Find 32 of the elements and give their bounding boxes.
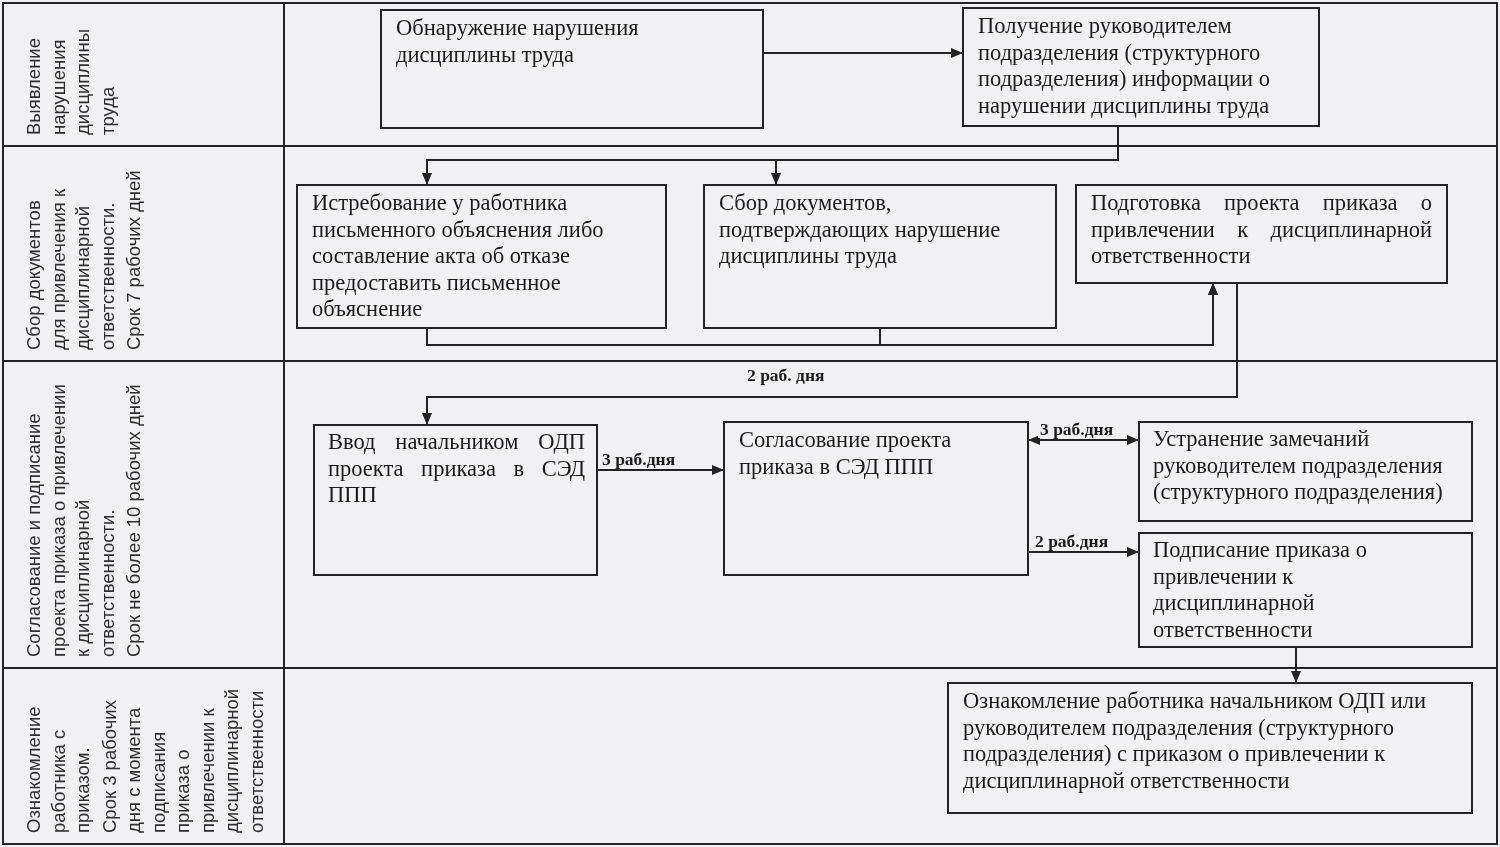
edge-label: 3 раб.дня — [600, 450, 678, 468]
process-box: Устранение замечаний руководителем подразделения (структурного подразделения) — [1138, 421, 1473, 522]
process-box: Получение руководителем подразделения (структурного подразделения) информации о нарушении дисциплины труда — [962, 7, 1320, 127]
lane-deadline: Срок не более 10 рабочих дней — [122, 383, 145, 657]
arrow — [597, 465, 724, 475]
edge-label: 2 раб.дня — [1033, 532, 1111, 550]
swimlane — [2, 360, 1498, 667]
swimlane — [2, 667, 1498, 845]
edge-label: 3 раб.дня — [1038, 420, 1116, 438]
lane-title: Ознакомление работника с приказом. — [22, 705, 94, 833]
lane-deadline: Срок 3 рабочих дня с момента подписания приказа о привлечении к дисциплинарной ответственности — [97, 687, 268, 833]
process-box: Ввод начальником ОДП проекта приказа в СЭД ППП — [313, 424, 598, 576]
swimlane — [2, 2, 1498, 145]
arrow — [1291, 647, 1301, 683]
arrow — [1028, 547, 1139, 557]
lane-title: Сбор документов для привлечения к дисциплинарной ответственности. — [22, 188, 119, 350]
lane-title: Выявление нарушения дисциплины труда — [22, 28, 119, 135]
process-box: Подготовка проекта приказа о привлечении к дисциплинарной ответственности — [1075, 184, 1448, 284]
edge-label: 2 раб. дня — [745, 366, 827, 384]
arrow — [422, 283, 1238, 425]
process-box: Ознакомление работника начальником ОДП или руководителем подразделения (структурного подразделения) с приказом о привлечении к дисциплинарной ответственности — [947, 682, 1473, 814]
lane-deadline: Срок 7 рабочих дней — [122, 169, 145, 350]
process-box: Согласование проекта приказа в СЭД ППП — [723, 421, 1029, 576]
double-arrow — [1028, 435, 1139, 445]
process-box: Сбор документов, подтверждающих нарушение дисциплины труда — [703, 184, 1057, 329]
process-box: Подписание приказа о привлечении к дисциплинарной ответственности — [1138, 532, 1473, 648]
process-box: Обнаружение нарушения дисциплины труда — [380, 9, 764, 129]
lane-title: Согласование и подписание проекта приказа о привлечении к дисциплинарной ответственности. — [22, 383, 119, 657]
process-box: Истребование у работника письменного объяснения либо составление акта об отказе предоставить письменное объяснение — [296, 184, 667, 329]
arrow — [879, 283, 1218, 346]
swimlane — [2, 145, 1498, 360]
arrow — [763, 48, 963, 58]
